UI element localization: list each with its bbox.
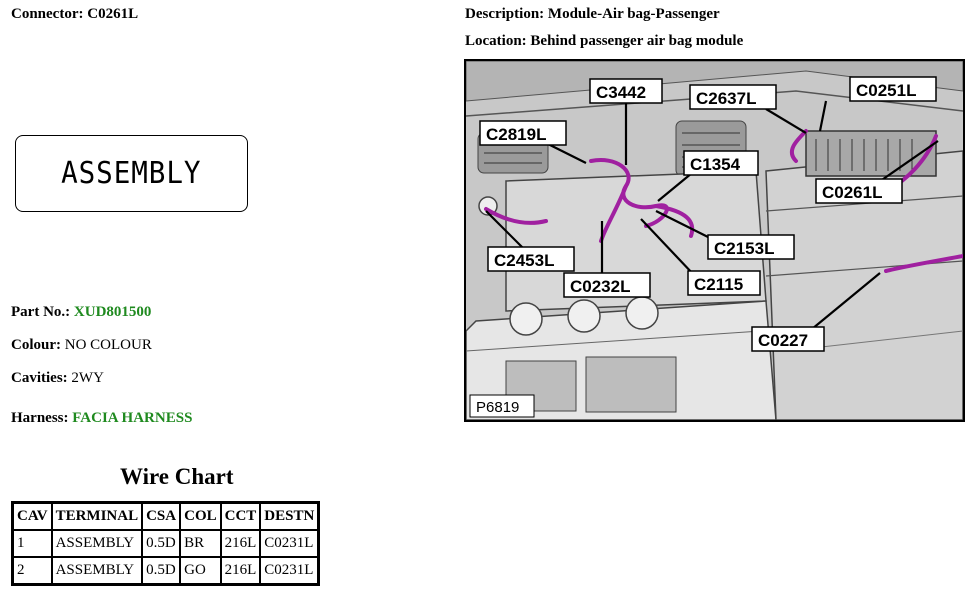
location-value: Behind passenger air bag module (530, 33, 744, 49)
table-row: 1 ASSEMBLY 0.5D BR 216L C0231L (11, 529, 320, 558)
cell-cav: 2 (11, 556, 53, 586)
harness-line: Harness: FACIA HARNESS (11, 410, 192, 427)
harness-label: Harness: (11, 410, 69, 426)
callout-c1354: C1354 (690, 155, 741, 174)
wire-chart-title: Wire Chart (120, 464, 234, 489)
header-cct: CCT (219, 501, 262, 531)
assembly-label: ASSEMBLY (61, 156, 202, 191)
cell-cct: 216L (219, 556, 262, 586)
figure-id: P6819 (476, 399, 519, 416)
callout-c2115: C2115 (694, 275, 743, 294)
callout-c2637l: C2637L (696, 89, 756, 108)
description-line: Description: Module-Air bag-Passenger (465, 6, 720, 23)
cell-destn: C0231L (259, 556, 320, 586)
cell-terminal: ASSEMBLY (50, 529, 144, 558)
part-no-value[interactable]: XUD801500 (73, 304, 152, 320)
location-figure: C3442 C2637L C0251L C2819L C1354 C0261L … (464, 59, 965, 422)
callout-c2453l: C2453L (494, 251, 554, 270)
location-label: Location: (465, 33, 527, 49)
header-csa: CSA (141, 501, 182, 531)
cavities-line: Cavities: 2WY (11, 370, 104, 387)
cell-col: BR (179, 529, 222, 558)
callout-c0232l: C0232L (570, 277, 630, 296)
callout-c0261l: C0261L (822, 183, 882, 202)
callout-c3442: C3442 (596, 83, 646, 102)
cell-csa: 0.5D (141, 529, 182, 558)
location-illustration: C3442 C2637L C0251L C2819L C1354 C0261L … (466, 61, 963, 420)
callout-c0227: C0227 (758, 331, 808, 350)
location-line: Location: Behind passenger air bag modul… (465, 33, 743, 50)
colour-line: Colour: NO COLOUR (11, 337, 152, 354)
header-destn: DESTN (259, 501, 320, 531)
harness-value[interactable]: FACIA HARNESS (72, 410, 193, 426)
callout-c2153l: C2153L (714, 239, 774, 258)
figure-callouts: C3442 C2637L C0251L C2819L C1354 C0261L … (479, 76, 937, 352)
connector-label: Connector: (11, 6, 84, 22)
part-no-line: Part No.: XUD801500 (11, 304, 151, 321)
assembly-box: ASSEMBLY (15, 135, 248, 212)
cavities-value: 2WY (71, 370, 104, 386)
header-terminal: TERMINAL (50, 501, 144, 531)
header-cav: CAV (11, 501, 53, 531)
wire-chart-table: CAV TERMINAL CSA COL CCT DESTN 1 ASSEMBL… (11, 501, 321, 586)
part-no-label: Part No.: (11, 304, 71, 320)
header-col: COL (179, 501, 222, 531)
table-row: 2 ASSEMBLY 0.5D GO 216L C0231L (11, 556, 320, 586)
wire-chart-header-row: CAV TERMINAL CSA COL CCT DESTN (11, 501, 320, 531)
callout-c0251l: C0251L (856, 81, 916, 100)
cell-destn: C0231L (259, 529, 320, 558)
colour-value: NO COLOUR (64, 337, 152, 353)
description-label: Description: (465, 6, 545, 22)
connector-line: Connector: C0261L (11, 6, 138, 23)
cell-cav: 1 (11, 529, 53, 558)
cell-terminal: ASSEMBLY (50, 556, 144, 586)
colour-label: Colour: (11, 337, 61, 353)
description-value: Module-Air bag-Passenger (547, 6, 720, 22)
cavities-label: Cavities: (11, 370, 68, 386)
cell-col: GO (179, 556, 222, 586)
cell-cct: 216L (219, 529, 262, 558)
callout-c2819l: C2819L (486, 125, 546, 144)
cell-csa: 0.5D (141, 556, 182, 586)
connector-value: C0261L (87, 6, 139, 22)
